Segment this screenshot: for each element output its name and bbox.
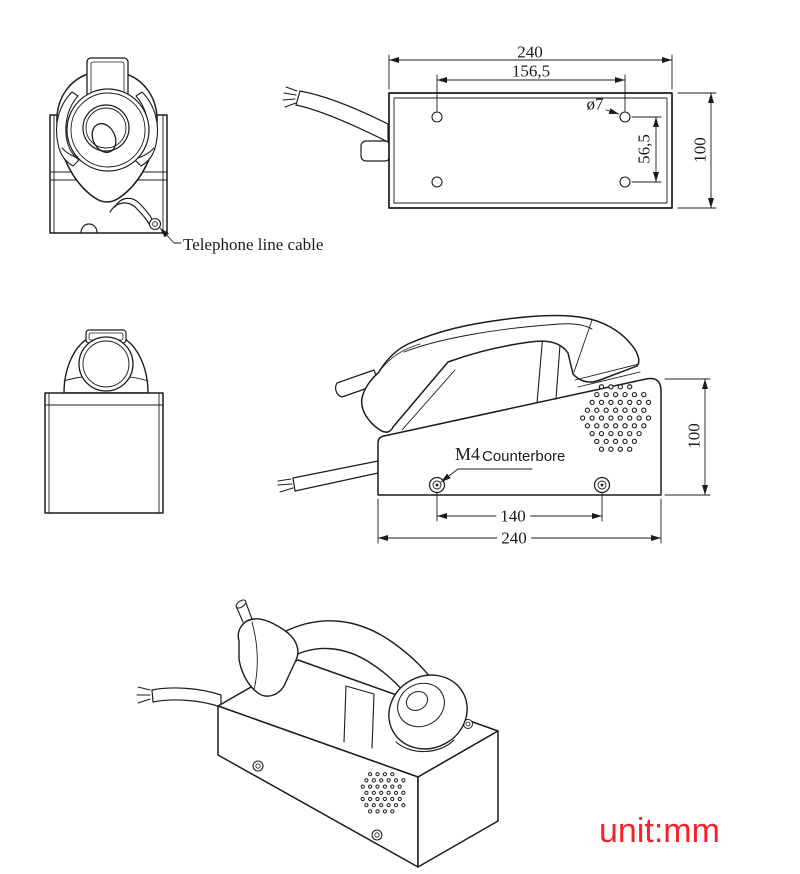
- front-view-drawing: [49, 57, 182, 244]
- isometric-view-drawing: [136, 599, 499, 868]
- line-cable: [295, 90, 389, 143]
- handset-earpiece: [388, 674, 468, 750]
- dim-label-top-depth: 100: [690, 137, 710, 163]
- speaker-grille: [360, 772, 406, 814]
- speaker-grille: [580, 384, 652, 452]
- cable-leader-line: [159, 227, 182, 244]
- mount-hole: [431, 176, 443, 188]
- handset-cradle: [343, 685, 375, 749]
- handset-cord-boot: [235, 599, 247, 609]
- line-cable: [151, 687, 222, 708]
- dim-label-side-width: 240: [497, 529, 531, 547]
- cable-connector: [360, 140, 391, 162]
- counterbore-label: Counterbore: [482, 448, 566, 465]
- box-right-face: [417, 730, 499, 868]
- dim-label-hole-span-v: 56,5: [634, 134, 654, 164]
- handset-mouthpiece: [237, 618, 299, 697]
- top-view-dimensions: [388, 54, 717, 209]
- dim-label-screw-span: 140: [496, 507, 530, 525]
- unit-note: unit:mm: [599, 812, 720, 850]
- rear-view-drawing: [44, 329, 164, 514]
- dim-label-hole-dia: ø7: [586, 94, 604, 114]
- mount-hole: [431, 111, 443, 123]
- dim-label-side-height: 100: [684, 423, 704, 449]
- counterbore-screws: [428, 476, 611, 494]
- mount-hole: [619, 176, 631, 188]
- cable-gland: [80, 223, 98, 234]
- cradle-hook-left: [55, 91, 80, 167]
- cable-label: Telephone line cable: [183, 235, 324, 254]
- line-cable: [292, 460, 379, 492]
- thread-label: M4: [455, 444, 481, 464]
- top-plan-view-drawing: [282, 54, 717, 209]
- mount-hole: [619, 111, 631, 123]
- dim-label-top-width: 240: [517, 42, 543, 62]
- handset-side: [360, 314, 640, 433]
- dim-label-hole-span-h: 156,5: [511, 61, 551, 81]
- side-view-drawing: [277, 314, 711, 544]
- counterbore-screws: [252, 760, 383, 841]
- side-view-dimensions: [377, 378, 711, 544]
